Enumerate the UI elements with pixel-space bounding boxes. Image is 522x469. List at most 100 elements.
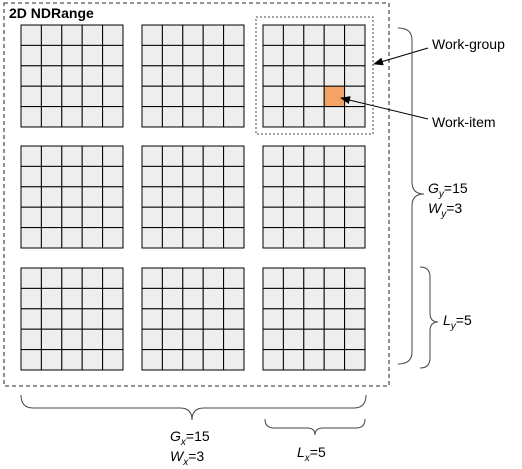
work-item-cell: [323, 165, 346, 188]
work-item-cell: [20, 267, 42, 289]
gy-var: G: [428, 180, 439, 196]
work-item-cell: [102, 267, 124, 289]
work-item-cell: [344, 328, 366, 351]
work-item-cell: [20, 349, 42, 371]
work-item-cell: [202, 287, 225, 310]
work-item-cell: [182, 267, 204, 289]
work-item-cell: [81, 308, 104, 330]
work-item-cell: [323, 349, 346, 371]
ly-brace: [419, 266, 439, 369]
work-item-cell: [161, 328, 184, 351]
work-group: [262, 267, 366, 371]
work-item-cell: [102, 44, 124, 67]
work-item-cell: [323, 106, 346, 128]
work-item-cell: [323, 267, 346, 289]
work-item-cell: [20, 227, 42, 249]
work-item-cell: [344, 44, 366, 67]
work-item-cell: [81, 227, 104, 249]
work-item-cell: [303, 328, 325, 351]
work-item-cell: [61, 145, 83, 167]
work-item-cell: [202, 85, 225, 108]
work-item-cell: [262, 145, 284, 167]
work-item-cell: [182, 106, 204, 128]
work-group: [141, 267, 245, 371]
work-item-cell: [141, 267, 163, 289]
work-item-cell: [262, 65, 284, 87]
work-item-cell: [202, 165, 225, 188]
work-item-cell: [282, 44, 305, 67]
work-item-cell: [20, 308, 42, 330]
work-item-cell: [303, 85, 325, 108]
work-item-cell: [202, 106, 225, 128]
work-item-cell: [182, 24, 204, 46]
work-item-cell: [141, 186, 163, 208]
work-item-cell: [202, 267, 225, 289]
wy-value: =3: [446, 200, 462, 216]
work-item-cell: [282, 267, 305, 289]
gy-sub: y: [438, 189, 445, 200]
work-item-cell: [40, 227, 63, 249]
lx-value: =5: [310, 444, 326, 460]
work-item-cell: [61, 85, 83, 108]
work-item-cell: [81, 65, 104, 87]
work-item-cell: [303, 106, 325, 128]
work-item-cell: [323, 24, 346, 46]
work-item-cell: [303, 349, 325, 371]
work-group-label: Work-group: [432, 36, 505, 52]
work-item-cell: [81, 44, 104, 67]
work-item-cell: [262, 308, 284, 330]
work-item-cell: [223, 287, 245, 310]
work-item-cell: [223, 349, 245, 371]
work-item-cell: [182, 328, 204, 351]
work-item-cell: [102, 349, 124, 371]
work-item-cell: [20, 44, 42, 67]
work-item-cell: [40, 165, 63, 188]
work-item-cell: [161, 227, 184, 249]
work-item-cell: [161, 287, 184, 310]
work-item-cell: [61, 287, 83, 310]
work-item-cell: [61, 165, 83, 188]
work-item-cell: [344, 145, 366, 167]
work-item-cell: [61, 308, 83, 330]
work-item-label-text: Work-item: [432, 114, 496, 130]
work-item-cell: [141, 328, 163, 351]
work-item-cell: [161, 206, 184, 229]
work-item-cell: [182, 65, 204, 87]
work-item-cell: [202, 186, 225, 208]
work-item-cell: [40, 287, 63, 310]
ly-value: =5: [456, 312, 472, 328]
work-item-cell: [102, 106, 124, 128]
work-item-cell: [202, 328, 225, 351]
work-item-cell: [303, 186, 325, 208]
work-item-cell: [202, 24, 225, 46]
work-item-cell: [303, 287, 325, 310]
work-item-cell: [262, 44, 284, 67]
work-item-cell: [202, 206, 225, 229]
work-item-cell: [141, 65, 163, 87]
work-item-cell: [202, 308, 225, 330]
ly-var: L: [443, 312, 451, 328]
work-item-cell: [282, 24, 305, 46]
work-item-cell: [61, 206, 83, 229]
work-item-cell: [161, 106, 184, 128]
work-item-cell: [323, 65, 346, 87]
work-item-cell: [81, 186, 104, 208]
work-item-cell: [262, 328, 284, 351]
work-item-cell: [20, 106, 42, 128]
work-item-cell: [223, 206, 245, 229]
work-item-cell: [202, 227, 225, 249]
wx-value: =3: [188, 448, 204, 464]
gx-label: Gx=15: [170, 428, 210, 448]
work-item-cell: [161, 308, 184, 330]
work-item-cell: [102, 186, 124, 208]
work-item-cell: [223, 24, 245, 46]
gy-brace: [397, 27, 425, 365]
work-item-cell: [223, 267, 245, 289]
ly-sub: y: [450, 321, 457, 332]
work-group: [20, 24, 124, 128]
work-item-cell: [81, 106, 104, 128]
work-item-cell: [182, 165, 204, 188]
work-item-cell: [40, 24, 63, 46]
work-item-cell: [182, 349, 204, 371]
work-item-cell: [282, 106, 305, 128]
